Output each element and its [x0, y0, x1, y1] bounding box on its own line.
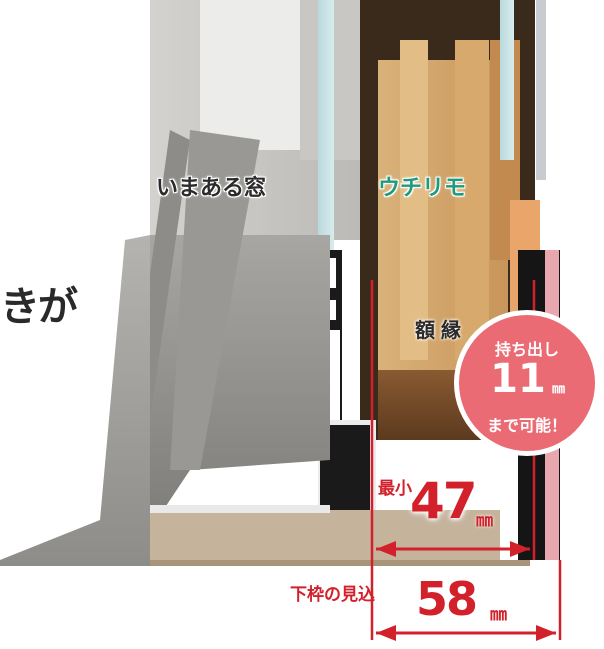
product-label: ウチリモ — [378, 176, 467, 201]
badge-unit: ㎜ — [552, 382, 566, 397]
window-sill — [0, 235, 330, 560]
minimum-unit: ㎜ — [476, 511, 493, 531]
glass-panes — [318, 0, 546, 250]
wood-frame — [378, 40, 540, 440]
minimum-value: 47 — [410, 472, 478, 530]
extension-badge — [454, 310, 600, 456]
sill-depth-label: 下枠の見込 — [290, 585, 375, 605]
badge-line2: まで可能！ — [486, 416, 567, 435]
minimum-prefix: 最小 — [378, 479, 412, 499]
sill-depth-value: 58 — [416, 572, 478, 626]
cropped-heading-text: きが — [0, 284, 78, 330]
badge-line1: 持ち出し — [494, 340, 559, 359]
floor-board — [100, 505, 530, 566]
badge-value: 11 — [490, 356, 546, 402]
existing-window-label: いまある窓 — [156, 176, 267, 201]
frame-label: 額縁 — [415, 318, 467, 342]
sill-depth-unit: ㎜ — [490, 605, 507, 625]
